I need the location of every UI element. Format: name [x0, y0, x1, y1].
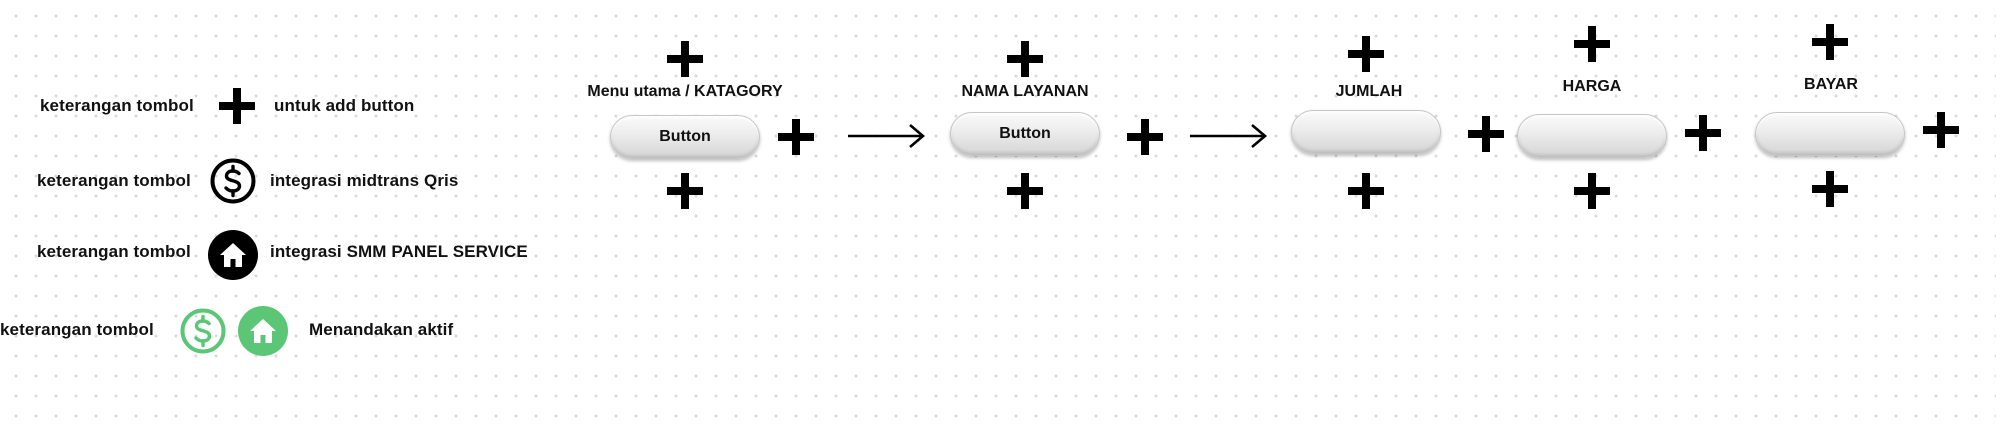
step-title: JUMLAH: [1335, 83, 1403, 100]
home-circle-active-icon: [238, 306, 288, 356]
plus-icon[interactable]: [1466, 114, 1506, 154]
dollar-circle-active-icon: [179, 307, 227, 355]
plus-icon[interactable]: [665, 171, 705, 211]
plus-icon[interactable]: [1572, 24, 1612, 64]
plus-icon[interactable]: [1572, 171, 1612, 211]
plus-icon[interactable]: [1810, 169, 1850, 209]
plus-icon[interactable]: [1683, 113, 1723, 153]
legend-label: keterangan tombol: [0, 320, 154, 339]
plus-icon[interactable]: [1346, 34, 1386, 74]
quantity-button[interactable]: [1291, 110, 1441, 154]
plus-icon[interactable]: [1005, 171, 1045, 211]
legend-desc: Menandakan aktif: [309, 320, 454, 339]
plus-icon[interactable]: [665, 39, 705, 79]
plus-icon: [217, 86, 257, 126]
plus-icon[interactable]: [1005, 39, 1045, 79]
arrow-right-icon: [1188, 123, 1268, 149]
step-title: BAYAR: [1804, 76, 1858, 93]
step-title: NAMA LAYANAN: [961, 83, 1089, 100]
plus-icon[interactable]: [1810, 22, 1850, 62]
plus-icon[interactable]: [776, 117, 816, 157]
dollar-circle-icon: [209, 157, 257, 205]
legend-label: keterangan tombol: [37, 242, 191, 261]
plus-icon[interactable]: [1346, 171, 1386, 211]
home-circle-icon: [208, 230, 258, 280]
legend-desc: integrasi SMM PANEL SERVICE: [270, 242, 528, 261]
category-button[interactable]: Button: [610, 115, 760, 159]
price-button[interactable]: [1517, 114, 1667, 158]
legend-desc: untuk add button: [274, 96, 415, 115]
legend-label: keterangan tombol: [40, 96, 194, 115]
pay-button[interactable]: [1755, 112, 1905, 156]
legend-desc: integrasi midtrans Qris: [270, 171, 459, 190]
step-title: HARGA: [1562, 78, 1622, 95]
legend-label: keterangan tombol: [37, 171, 191, 190]
service-name-button[interactable]: Button: [950, 112, 1100, 156]
arrow-right-icon: [846, 123, 926, 149]
plus-icon[interactable]: [1125, 117, 1165, 157]
plus-icon[interactable]: [1921, 110, 1961, 150]
step-title: Menu utama / KATAGORY: [587, 83, 783, 100]
